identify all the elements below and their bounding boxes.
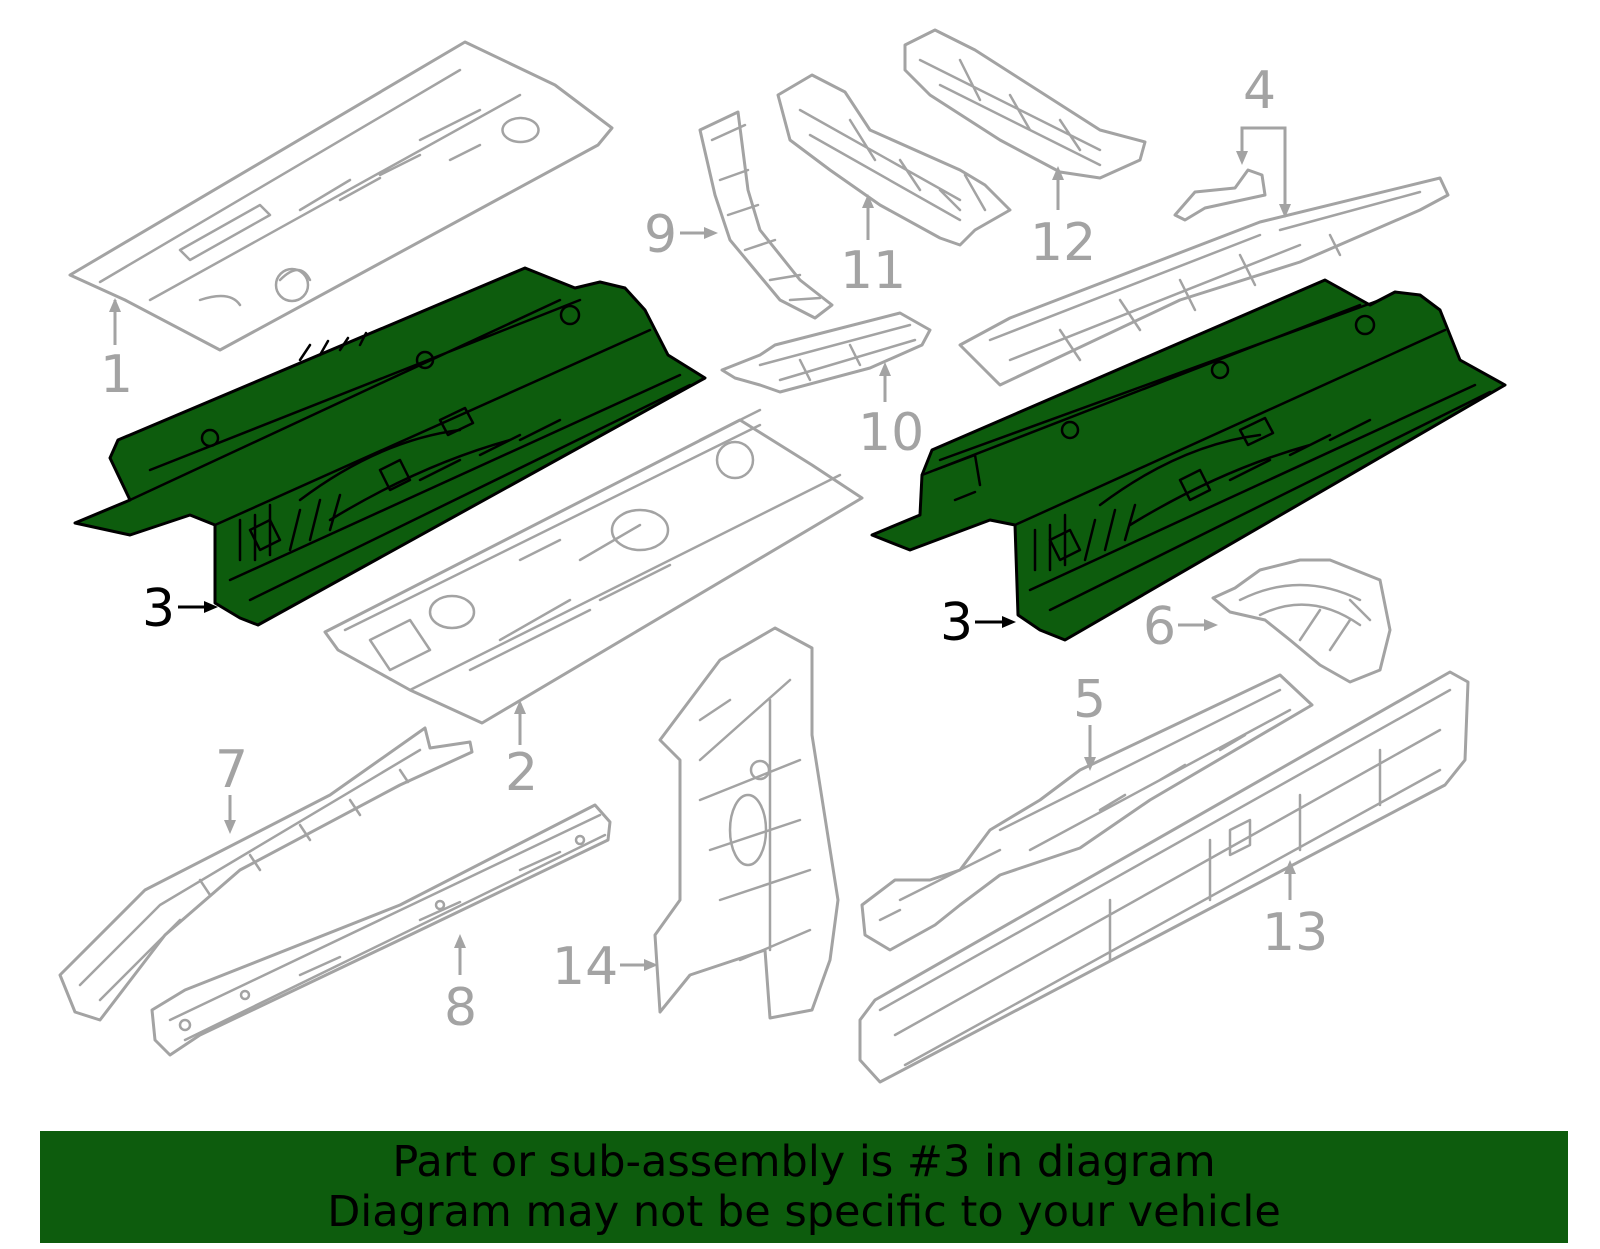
- part-4-rail-and-bracket[interactable]: [958, 168, 1450, 387]
- callout-3-left: 3: [142, 579, 175, 639]
- callout-8: 8: [444, 978, 477, 1038]
- callout-5: 5: [1073, 670, 1106, 730]
- part-6-bracket[interactable]: [1211, 558, 1392, 684]
- callout-6: 6: [1143, 597, 1176, 657]
- arrowhead-13: [1284, 860, 1296, 874]
- disclaimer-banner: Part or sub-assembly is #3 in diagram Di…: [40, 1131, 1568, 1243]
- part-3-floor-tunnel-left[interactable]: [73, 266, 707, 627]
- part-11-crossmember[interactable]: [776, 73, 1012, 247]
- arrowhead-5: [1084, 757, 1096, 771]
- callout-7: 7: [215, 740, 248, 800]
- part-2-floor-pan[interactable]: [323, 408, 864, 725]
- callout-2: 2: [505, 743, 538, 803]
- arrowhead-14: [644, 959, 658, 971]
- part-1-floor-pan[interactable]: [68, 40, 614, 352]
- banner-line-1: Part or sub-assembly is #3 in diagram: [392, 1137, 1216, 1187]
- part-3-floor-tunnel-right[interactable]: [870, 278, 1507, 642]
- part-9-curved-member[interactable]: [698, 110, 834, 320]
- callout-13: 13: [1262, 903, 1328, 963]
- arrowhead-1: [109, 298, 121, 312]
- arrowhead-10: [879, 362, 891, 376]
- part-10-bracket[interactable]: [720, 311, 932, 394]
- arrowhead-2: [514, 700, 526, 714]
- callout-1: 1: [100, 345, 133, 405]
- leader-lines: [109, 126, 1296, 975]
- arrowhead-8: [454, 934, 466, 948]
- arrowhead-3-right: [1002, 616, 1016, 628]
- arrowhead-4a: [1236, 151, 1248, 165]
- part-14-pillar[interactable]: [653, 626, 840, 1020]
- callout-4: 4: [1243, 61, 1276, 121]
- callout-9: 9: [644, 205, 677, 265]
- callout-10: 10: [858, 403, 924, 463]
- callout-labels: 1 2 3 3 4 5 6 7 8 9 10 11 12 13 14: [100, 61, 1328, 1038]
- callout-11: 11: [840, 241, 906, 301]
- part-12-crossmember[interactable]: [903, 28, 1147, 180]
- callout-3-right: 3: [940, 593, 973, 653]
- part-8-rail[interactable]: [150, 803, 612, 1057]
- arrowhead-11: [862, 194, 874, 208]
- part-5-side-rail[interactable]: [860, 673, 1314, 952]
- arrowhead-6: [1204, 619, 1218, 631]
- leader-4: [1240, 126, 1287, 212]
- part-7-rail[interactable]: [58, 726, 474, 1022]
- arrowhead-12: [1052, 166, 1064, 180]
- callout-12: 12: [1030, 213, 1096, 273]
- arrowhead-3-left: [204, 601, 218, 613]
- part-13-rocker-panel[interactable]: [858, 670, 1470, 1084]
- banner-line-2: Diagram may not be specific to your vehi…: [327, 1187, 1281, 1237]
- arrowhead-4b: [1279, 204, 1291, 218]
- callout-14: 14: [552, 937, 618, 997]
- arrowhead-9: [704, 227, 718, 239]
- arrowhead-7: [224, 820, 236, 834]
